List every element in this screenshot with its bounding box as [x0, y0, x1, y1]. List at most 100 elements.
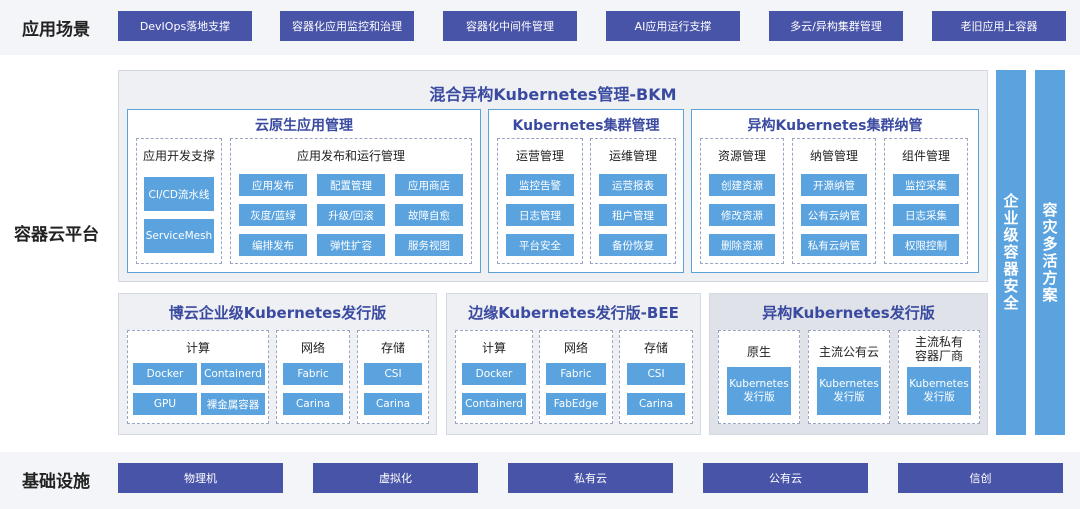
network-cell[interactable]: Fabric	[546, 363, 606, 385]
cluster-mgmt-title: Kubernetes集群管理	[512, 118, 660, 134]
resource-cell[interactable]: 删除资源	[709, 234, 775, 256]
resource-cell[interactable]: 创建资源	[709, 174, 775, 196]
component-group: 组件管理 监控采集 日志采集 权限控制	[884, 138, 968, 264]
compute-cell[interactable]: Containerd	[201, 363, 265, 385]
bocloud-storage-group: 存储 CSI Carina	[357, 330, 429, 424]
dr-bar[interactable]: 容灾多活方案	[1035, 70, 1065, 435]
ops-cell[interactable]: 平台安全	[506, 234, 574, 256]
scenario-ai[interactable]: AI应用运行支撑	[606, 11, 740, 41]
release-group: 应用发布和运行管理 应用发布 配置管理 应用商店 灰度/蓝绿 升级/回滚 故障自…	[230, 138, 472, 264]
infra-private-cloud[interactable]: 私有云	[508, 463, 673, 493]
manage-cell[interactable]: 开源纳管	[801, 174, 867, 196]
component-title: 组件管理	[901, 149, 950, 163]
bkm-title: 混合异构Kubernetes管理-BKM	[429, 85, 677, 104]
compute-cell[interactable]: Containerd	[462, 393, 526, 415]
storage-cell[interactable]: CSI	[627, 363, 685, 385]
scenario-devops[interactable]: DevIOps落地支撑	[118, 11, 252, 41]
native-group: 原生 Kubernetes 发行版	[718, 330, 800, 424]
release-cell[interactable]: 弹性扩容	[317, 234, 385, 256]
ops-cell[interactable]: 监控告警	[506, 174, 574, 196]
edge-dist-panel: 边缘Kubernetes发行版-BEE 计算 Docker Containerd…	[446, 293, 701, 435]
manage-cell[interactable]: 公有云纳管	[801, 204, 867, 226]
compute-title: 计算	[481, 341, 506, 355]
cloud-native-panel: 云原生应用管理 应用开发支撑 CI/CD流水线 ServiceMesh 应用发布…	[127, 109, 481, 273]
hetero-dist-title: 异构Kubernetes发行版	[762, 304, 935, 322]
public-cloud-group: 主流公有云 Kubernetes 发行版	[808, 330, 890, 424]
maint-cell[interactable]: 租户管理	[599, 204, 667, 226]
edge-network-group: 网络 Fabric FabEdge	[539, 330, 613, 424]
release-cell[interactable]: 应用发布	[239, 174, 307, 196]
scenario-legacy[interactable]: 老旧应用上容器	[932, 11, 1066, 41]
scenario-middleware[interactable]: 容器化中间件管理	[443, 11, 577, 41]
infra-virtualization[interactable]: 虚拟化	[313, 463, 478, 493]
network-title: 网络	[563, 341, 588, 355]
bkm-panel: 混合异构Kubernetes管理-BKM 云原生应用管理 应用开发支撑 CI/C…	[118, 70, 988, 282]
hetero-dist-panel: 异构Kubernetes发行版 原生 Kubernetes 发行版 主流公有云 …	[709, 293, 988, 435]
network-cell[interactable]: FabEdge	[546, 393, 606, 415]
storage-cell[interactable]: Carina	[627, 393, 685, 415]
security-bar[interactable]: 企业级容器安全	[996, 70, 1026, 435]
dev-support-title: 应用开发支撑	[142, 149, 215, 163]
network-title: 网络	[300, 341, 325, 355]
component-cell[interactable]: 权限控制	[893, 234, 959, 256]
infra-physical[interactable]: 物理机	[118, 463, 283, 493]
bocloud-network-group: 网络 Fabric Carina	[276, 330, 350, 424]
storage-cell[interactable]: CSI	[364, 363, 422, 385]
maint-title: 运维管理	[608, 149, 657, 163]
dev-support-group: 应用开发支撑 CI/CD流水线 ServiceMesh	[136, 138, 222, 264]
ops-title: 运营管理	[515, 149, 564, 163]
resource-title: 资源管理	[717, 149, 766, 163]
infra-label: 基础设施	[22, 472, 90, 492]
release-cell[interactable]: 服务视图	[395, 234, 463, 256]
release-cell[interactable]: 灰度/蓝绿	[239, 204, 307, 226]
compute-title: 计算	[185, 341, 210, 355]
component-cell[interactable]: 日志采集	[893, 204, 959, 226]
scenario-multicloud[interactable]: 多云/异构集群管理	[769, 11, 903, 41]
edge-dist-title: 边缘Kubernetes发行版-BEE	[468, 304, 679, 322]
platform-label: 容器云平台	[14, 225, 99, 245]
scenario-monitoring[interactable]: 容器化应用监控和治理	[280, 11, 414, 41]
k8s-dist-cell[interactable]: Kubernetes 发行版	[907, 367, 971, 415]
hetero-mgmt-title: 异构Kubernetes集群纳管	[747, 118, 923, 134]
release-cell[interactable]: 配置管理	[317, 174, 385, 196]
component-cell[interactable]: 监控采集	[893, 174, 959, 196]
k8s-dist-cell[interactable]: Kubernetes 发行版	[727, 367, 791, 415]
cloud-native-title: 云原生应用管理	[255, 118, 353, 134]
edge-storage-group: 存储 CSI Carina	[619, 330, 693, 424]
storage-cell[interactable]: Carina	[364, 393, 422, 415]
ops-group: 运营管理 监控告警 日志管理 平台安全	[497, 138, 583, 264]
network-cell[interactable]: Carina	[283, 393, 343, 415]
scenarios-label: 应用场景	[22, 20, 90, 40]
bocloud-dist-title: 博云企业级Kubernetes发行版	[168, 304, 387, 322]
servicemesh-cell[interactable]: ServiceMesh	[144, 219, 214, 253]
bocloud-compute-group: 计算 Docker Containerd GPU 裸金属容器	[127, 330, 269, 424]
compute-cell[interactable]: Docker	[133, 363, 197, 385]
network-cell[interactable]: Fabric	[283, 363, 343, 385]
native-title: 原生	[746, 345, 771, 359]
k8s-dist-cell[interactable]: Kubernetes 发行版	[817, 367, 881, 415]
edge-compute-group: 计算 Docker Containerd	[455, 330, 533, 424]
maint-cell[interactable]: 运营报表	[599, 174, 667, 196]
release-cell[interactable]: 故障自愈	[395, 204, 463, 226]
private-vendor-title: 主流私有 容器厂商	[914, 335, 963, 363]
infra-xinchuang[interactable]: 信创	[898, 463, 1063, 493]
private-vendor-group: 主流私有 容器厂商 Kubernetes 发行版	[898, 330, 980, 424]
compute-cell[interactable]: Docker	[462, 363, 526, 385]
compute-cell[interactable]: 裸金属容器	[201, 393, 265, 415]
storage-title: 存储	[380, 341, 405, 355]
release-cell[interactable]: 升级/回滚	[317, 204, 385, 226]
maint-cell[interactable]: 备份恢复	[599, 234, 667, 256]
resource-group: 资源管理 创建资源 修改资源 删除资源	[700, 138, 784, 264]
cicd-cell[interactable]: CI/CD流水线	[144, 177, 214, 211]
release-cell[interactable]: 应用商店	[395, 174, 463, 196]
infra-public-cloud[interactable]: 公有云	[703, 463, 868, 493]
release-title: 应用发布和运行管理	[296, 149, 405, 163]
compute-cell[interactable]: GPU	[133, 393, 197, 415]
public-cloud-title: 主流公有云	[818, 345, 879, 359]
release-cell[interactable]: 编排发布	[239, 234, 307, 256]
hetero-mgmt-panel: 异构Kubernetes集群纳管 资源管理 创建资源 修改资源 删除资源 纳管管…	[691, 109, 979, 273]
manage-cell[interactable]: 私有云纳管	[801, 234, 867, 256]
cluster-mgmt-panel: Kubernetes集群管理 运营管理 监控告警 日志管理 平台安全 运维管理 …	[488, 109, 684, 273]
ops-cell[interactable]: 日志管理	[506, 204, 574, 226]
resource-cell[interactable]: 修改资源	[709, 204, 775, 226]
